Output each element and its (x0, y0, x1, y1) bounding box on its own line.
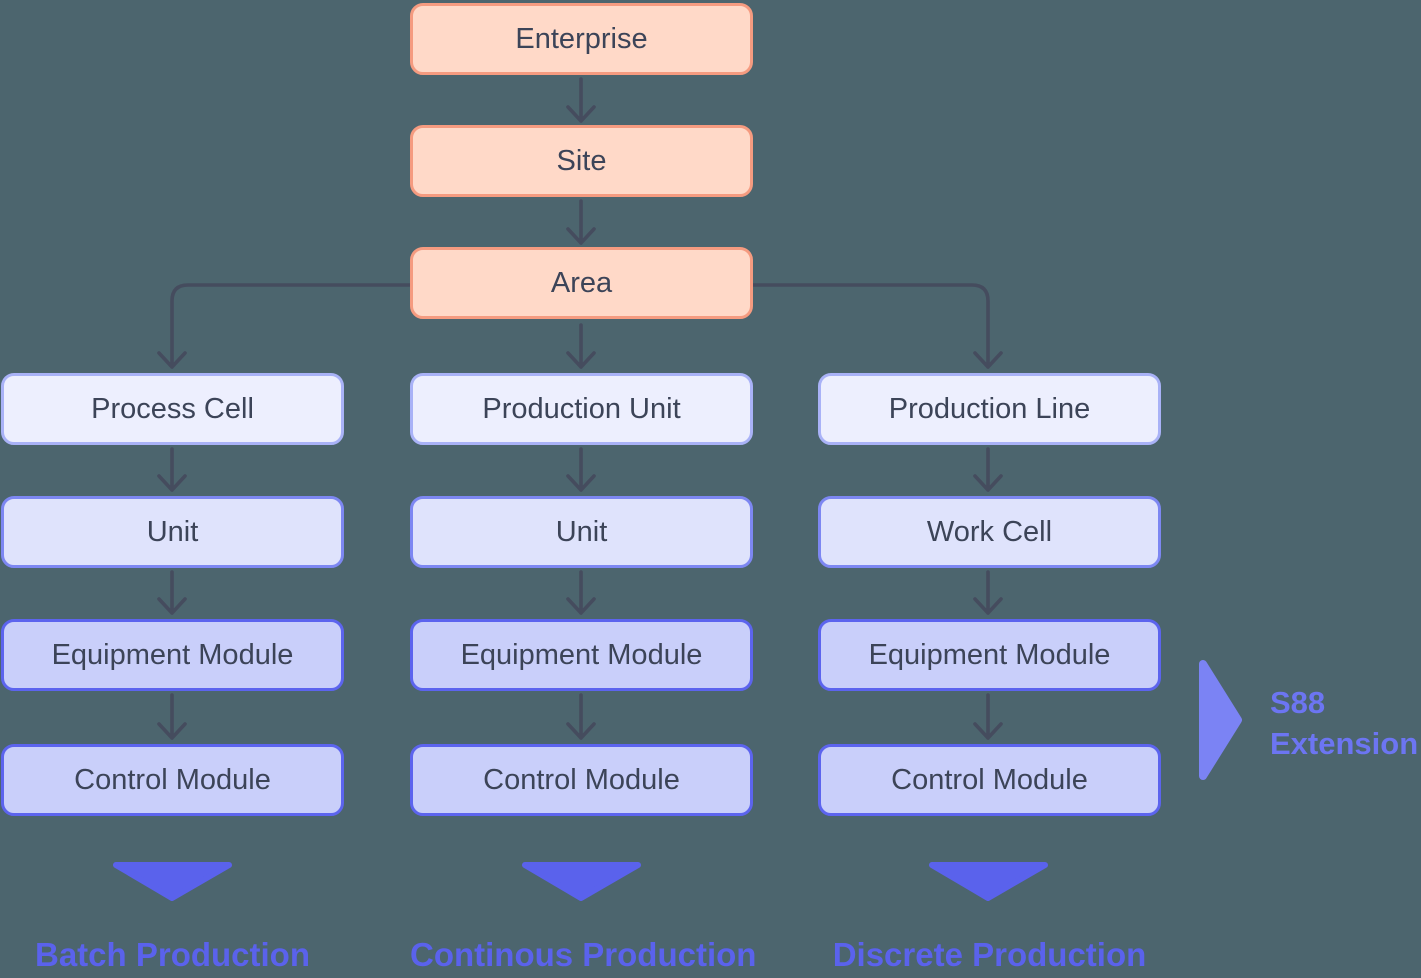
arrow-down-area-production-unit (566, 323, 596, 369)
node-unit-continuous-label: Unit (555, 515, 608, 548)
node-area: Area (410, 247, 753, 319)
node-unit-continuous: Unit (410, 496, 753, 568)
arrow-down-enterprise-site (566, 77, 596, 123)
node-work-cell: Work Cell (818, 496, 1161, 568)
node-equipment-module-batch: Equipment Module (1, 619, 344, 691)
arrow-down-unit-equipment-module-1 (157, 570, 187, 615)
node-production-line-label: Production Line (888, 392, 1091, 425)
node-unit-batch: Unit (1, 496, 344, 568)
node-process-cell: Process Cell (1, 373, 344, 445)
branch-area-to-production-line (751, 283, 1003, 369)
node-equipment-module-batch-label: Equipment Module (51, 638, 294, 671)
node-enterprise-label: Enterprise (515, 22, 648, 55)
arrow-down-production-line-work-cell (973, 447, 1003, 492)
arrow-down-unit-equipment-module-2 (566, 570, 596, 615)
node-site: Site (410, 125, 753, 197)
arrow-down-production-unit-unit (566, 447, 596, 492)
arrow-down-equipment-control-module-3 (973, 693, 1003, 740)
arrow-down-process-cell-unit (157, 447, 187, 492)
footer-batch-production: Batch Production (34, 936, 310, 973)
node-equipment-module-discrete-label: Equipment Module (868, 638, 1111, 671)
s88-extension-label-line2: Extension (1270, 726, 1419, 761)
node-unit-batch-label: Unit (146, 515, 199, 548)
arrow-down-equipment-control-module-1 (157, 693, 187, 740)
node-production-line: Production Line (818, 373, 1161, 445)
node-equipment-module-continuous: Equipment Module (410, 619, 753, 691)
s88-extension-label-line1: S88 (1270, 685, 1326, 720)
branch-area-to-process-cell (157, 283, 412, 369)
discrete-production-triangle-down-icon (929, 862, 1048, 901)
continous-production-triangle-down-icon (522, 862, 641, 901)
batch-production-triangle-down-icon (113, 862, 232, 901)
arrow-down-equipment-control-module-2 (566, 693, 596, 740)
node-control-module-batch: Control Module (1, 744, 344, 816)
arrow-down-site-area (566, 199, 596, 245)
node-control-module-discrete-label: Control Module (891, 763, 1088, 796)
node-site-label: Site (556, 144, 607, 177)
footer-continous-production: Continous Production (410, 936, 757, 973)
node-control-module-batch-label: Control Module (74, 763, 271, 796)
node-equipment-module-discrete: Equipment Module (818, 619, 1161, 691)
s88-extension-label: S88 Extension (1270, 682, 1418, 764)
node-control-module-discrete: Control Module (818, 744, 1161, 816)
footer-discrete-production: Discrete Production (832, 936, 1147, 973)
node-enterprise: Enterprise (410, 3, 753, 75)
node-equipment-module-continuous-label: Equipment Module (460, 638, 703, 671)
node-process-cell-label: Process Cell (91, 392, 254, 425)
arrow-down-work-cell-equipment-module (973, 570, 1003, 615)
node-control-module-continuous: Control Module (410, 744, 753, 816)
node-control-module-continuous-label: Control Module (483, 763, 680, 796)
node-production-unit-label: Production Unit (482, 392, 681, 425)
node-work-cell-label: Work Cell (926, 515, 1053, 548)
node-area-label: Area (550, 266, 613, 299)
node-production-unit: Production Unit (410, 373, 753, 445)
s88-extension-arrow-right-icon (1199, 660, 1242, 780)
